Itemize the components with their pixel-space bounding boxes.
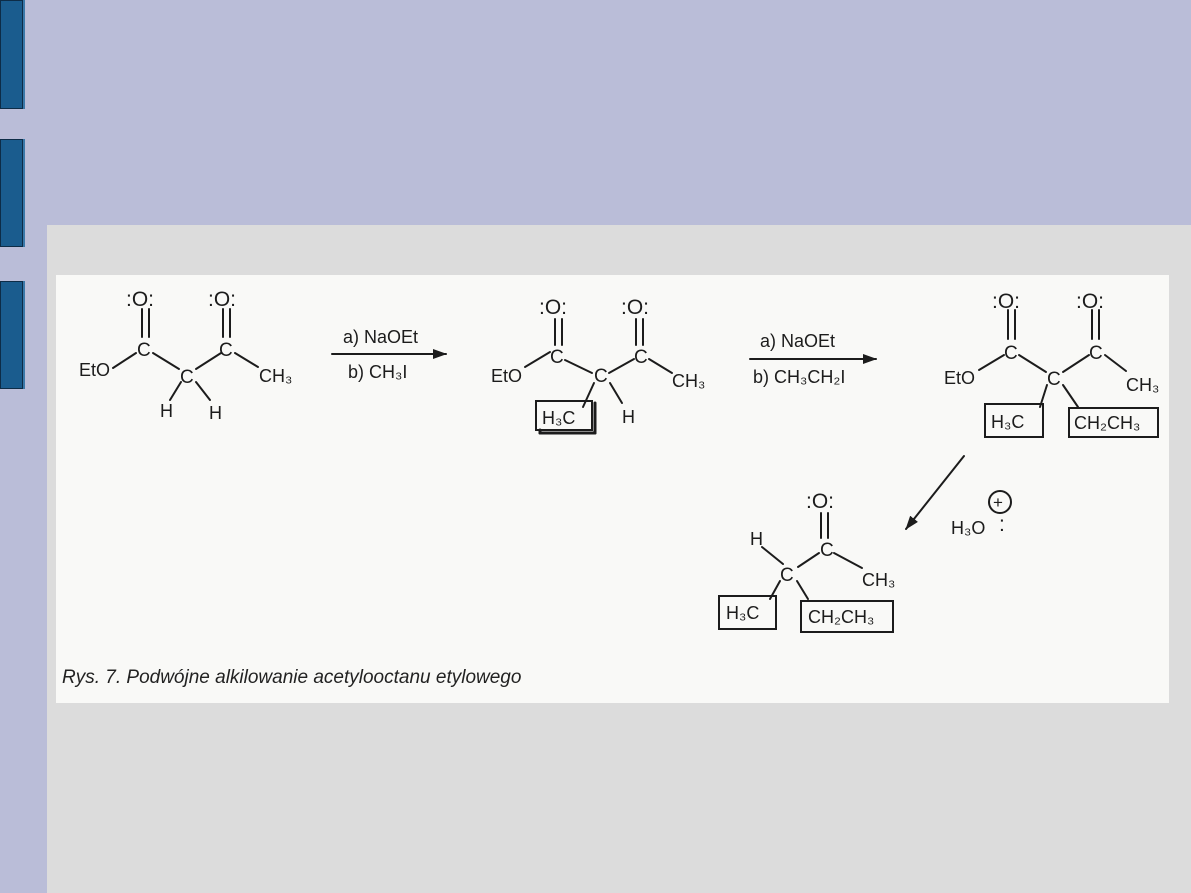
hydrogen-label: H bbox=[209, 403, 222, 423]
methyl-substituent-label: H₃C bbox=[542, 408, 575, 428]
carbon-label: C bbox=[550, 347, 564, 368]
product-ketone: :O: C C H CH₃ H₃C CH₂CH₃ bbox=[726, 490, 895, 627]
hydrogen-label: H bbox=[750, 529, 763, 549]
positive-charge-label: + bbox=[993, 493, 1003, 512]
carbon-label: C bbox=[1089, 343, 1103, 364]
carbonyl-oxygen-label: :O: bbox=[208, 288, 236, 311]
carbonyl-oxygen-label: :O: bbox=[992, 290, 1020, 313]
carbon-label: C bbox=[780, 565, 794, 586]
methyl-label: CH₃ bbox=[259, 366, 292, 386]
carbonyl-oxygen-label: :O: bbox=[806, 490, 834, 513]
carbonyl-oxygen-label: :O: bbox=[126, 288, 154, 311]
ester-group-label: EtO bbox=[79, 360, 110, 380]
ester-group-label: EtO bbox=[491, 366, 522, 386]
carbon-label: C bbox=[219, 340, 233, 361]
methyl-substituent-label: H₃C bbox=[991, 412, 1024, 432]
hydrogen-label: H bbox=[622, 407, 635, 427]
figure-caption: Rys. 7. Podwójne alkilowanie acetyloocta… bbox=[62, 667, 522, 688]
methyl-label: CH₃ bbox=[1126, 375, 1159, 395]
carbon-label: C bbox=[137, 340, 151, 361]
starting-ester: :O: :O: C C C EtO CH₃ H H bbox=[79, 288, 292, 423]
hydrogen-label: H bbox=[160, 401, 173, 421]
carbon-label: C bbox=[1047, 369, 1061, 390]
ethyl-substituent-label: CH₂CH₃ bbox=[808, 607, 874, 627]
step1-reagent-a: a) NaOEt bbox=[343, 327, 418, 347]
methyl-substituent-label: H₃C bbox=[726, 603, 759, 623]
svg-text::: : bbox=[999, 513, 1005, 536]
step2-reagent-b: b) CH₃CH₂I bbox=[753, 367, 845, 387]
methyl-label: CH₃ bbox=[862, 570, 895, 590]
ethyl-substituent-label: CH₂CH₃ bbox=[1074, 413, 1140, 433]
dialkylated-ester: :O: :O: C C C EtO CH₃ H₃C CH₂CH₃ bbox=[944, 290, 1159, 433]
reaction-scheme-svg: :O: :O: C C C EtO CH₃ H H a) NaOEt b) CH… bbox=[79, 288, 1159, 633]
step1-reagent-b: b) CH₃I bbox=[348, 362, 407, 382]
methyl-label: CH₃ bbox=[672, 371, 705, 391]
step3-reagent: H₃O bbox=[951, 518, 985, 538]
carbon-label: C bbox=[180, 367, 194, 388]
carbon-label: C bbox=[1004, 343, 1018, 364]
carbon-label: C bbox=[634, 347, 648, 368]
carbonyl-oxygen-label: :O: bbox=[621, 296, 649, 319]
ester-group-label: EtO bbox=[944, 368, 975, 388]
reaction-scheme-figure: :O: :O: C C C EtO CH₃ H H a) NaOEt b) CH… bbox=[56, 275, 1169, 703]
sidebar-block-1 bbox=[0, 0, 23, 109]
carbon-label: C bbox=[594, 366, 608, 387]
carbon-label: C bbox=[820, 540, 834, 561]
carbonyl-oxygen-label: :O: bbox=[539, 296, 567, 319]
sidebar-block-3 bbox=[0, 281, 23, 389]
methylated-ester: :O: :O: C C C EtO CH₃ H₃C H bbox=[491, 296, 705, 428]
step2-reagent-a: a) NaOEt bbox=[760, 331, 835, 351]
carbonyl-oxygen-label: :O: bbox=[1076, 290, 1104, 313]
sidebar-block-2 bbox=[0, 139, 23, 247]
